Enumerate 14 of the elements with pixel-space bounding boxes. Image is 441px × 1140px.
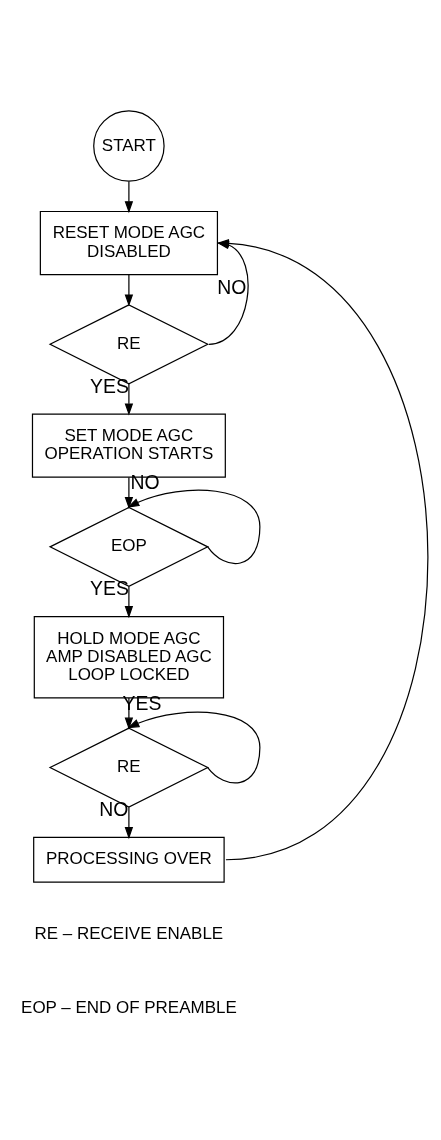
arrow	[124, 180, 134, 213]
node-box: RESET MODE AGC DISABLED	[39, 210, 219, 275]
node-circle: START	[93, 109, 165, 182]
arrow	[124, 273, 134, 307]
label: EOP – END OF PREAMBLE	[21, 997, 237, 1017]
node-box: PROCESSING OVER	[33, 836, 225, 883]
arrow	[124, 585, 134, 618]
label: RE – RECEIVE ENABLE	[34, 923, 224, 943]
edge-label: NO	[217, 275, 247, 298]
arrow	[124, 382, 134, 416]
arrow	[124, 806, 134, 839]
arrow	[124, 476, 134, 509]
arrow	[127, 489, 261, 564]
arrow	[127, 711, 261, 784]
